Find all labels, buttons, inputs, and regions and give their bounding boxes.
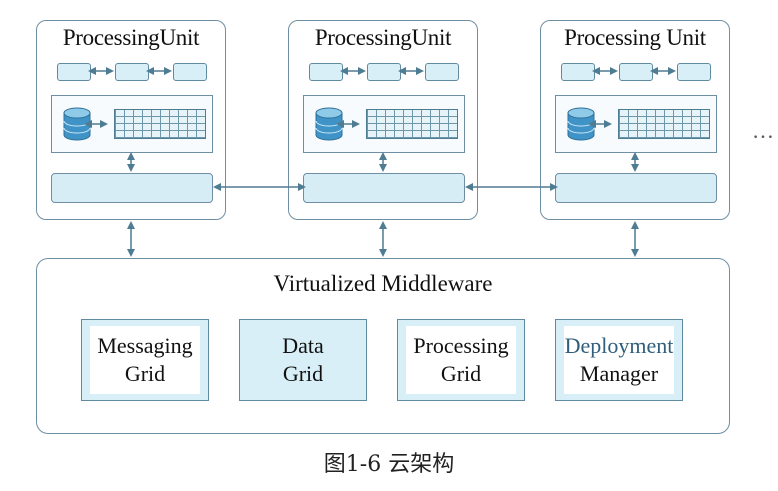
storage-panel bbox=[51, 95, 213, 153]
grid-table-icon bbox=[114, 109, 206, 139]
processing-unit-title: ProcessingUnit bbox=[62, 25, 200, 50]
grid-table-icon bbox=[366, 109, 458, 139]
unit-interface-bar bbox=[303, 173, 465, 203]
component-box bbox=[425, 63, 459, 81]
processing-unit-1: ProcessingUnit bbox=[36, 20, 226, 220]
continuation-mark: … bbox=[752, 118, 774, 143]
data-grid-module: Data Grid bbox=[239, 319, 367, 401]
processing-unit-title: ProcessingUnit bbox=[314, 25, 452, 50]
component-box bbox=[677, 63, 711, 81]
module-label-line1: Data bbox=[282, 333, 324, 358]
storage-panel bbox=[555, 95, 717, 153]
component-box bbox=[173, 63, 207, 81]
module-label-line2: Grid bbox=[124, 361, 166, 386]
messaging-grid-module: Messaging Grid bbox=[81, 319, 209, 401]
middleware-title: Virtualized Middleware bbox=[273, 271, 493, 296]
module-label-line2: Manager bbox=[579, 361, 659, 386]
module-label-line2: Grid bbox=[282, 361, 324, 386]
deployment-manager-module: Deployment Manager bbox=[555, 319, 683, 401]
module-label-line2: Grid bbox=[440, 361, 482, 386]
virtualized-middleware: Virtualized Middleware Messaging Grid Da… bbox=[36, 258, 730, 434]
module-label-line1: Messaging bbox=[97, 333, 193, 358]
database-cylinder-icon bbox=[315, 107, 343, 141]
module-label-line1: Processing bbox=[413, 333, 509, 358]
figure-caption: 图1-6 云架构 bbox=[323, 452, 455, 477]
processing-grid-module: Processing Grid bbox=[397, 319, 525, 401]
unit-interface-bar bbox=[51, 173, 213, 203]
processing-unit-title: Processing Unit bbox=[564, 25, 706, 50]
grid-table-icon bbox=[618, 109, 710, 139]
database-cylinder-icon bbox=[63, 107, 91, 141]
module-label-line1: Deployment bbox=[564, 333, 674, 358]
processing-unit-3: Processing Unit bbox=[540, 20, 730, 220]
unit-interface-bar bbox=[555, 173, 717, 203]
database-cylinder-icon bbox=[567, 107, 595, 141]
